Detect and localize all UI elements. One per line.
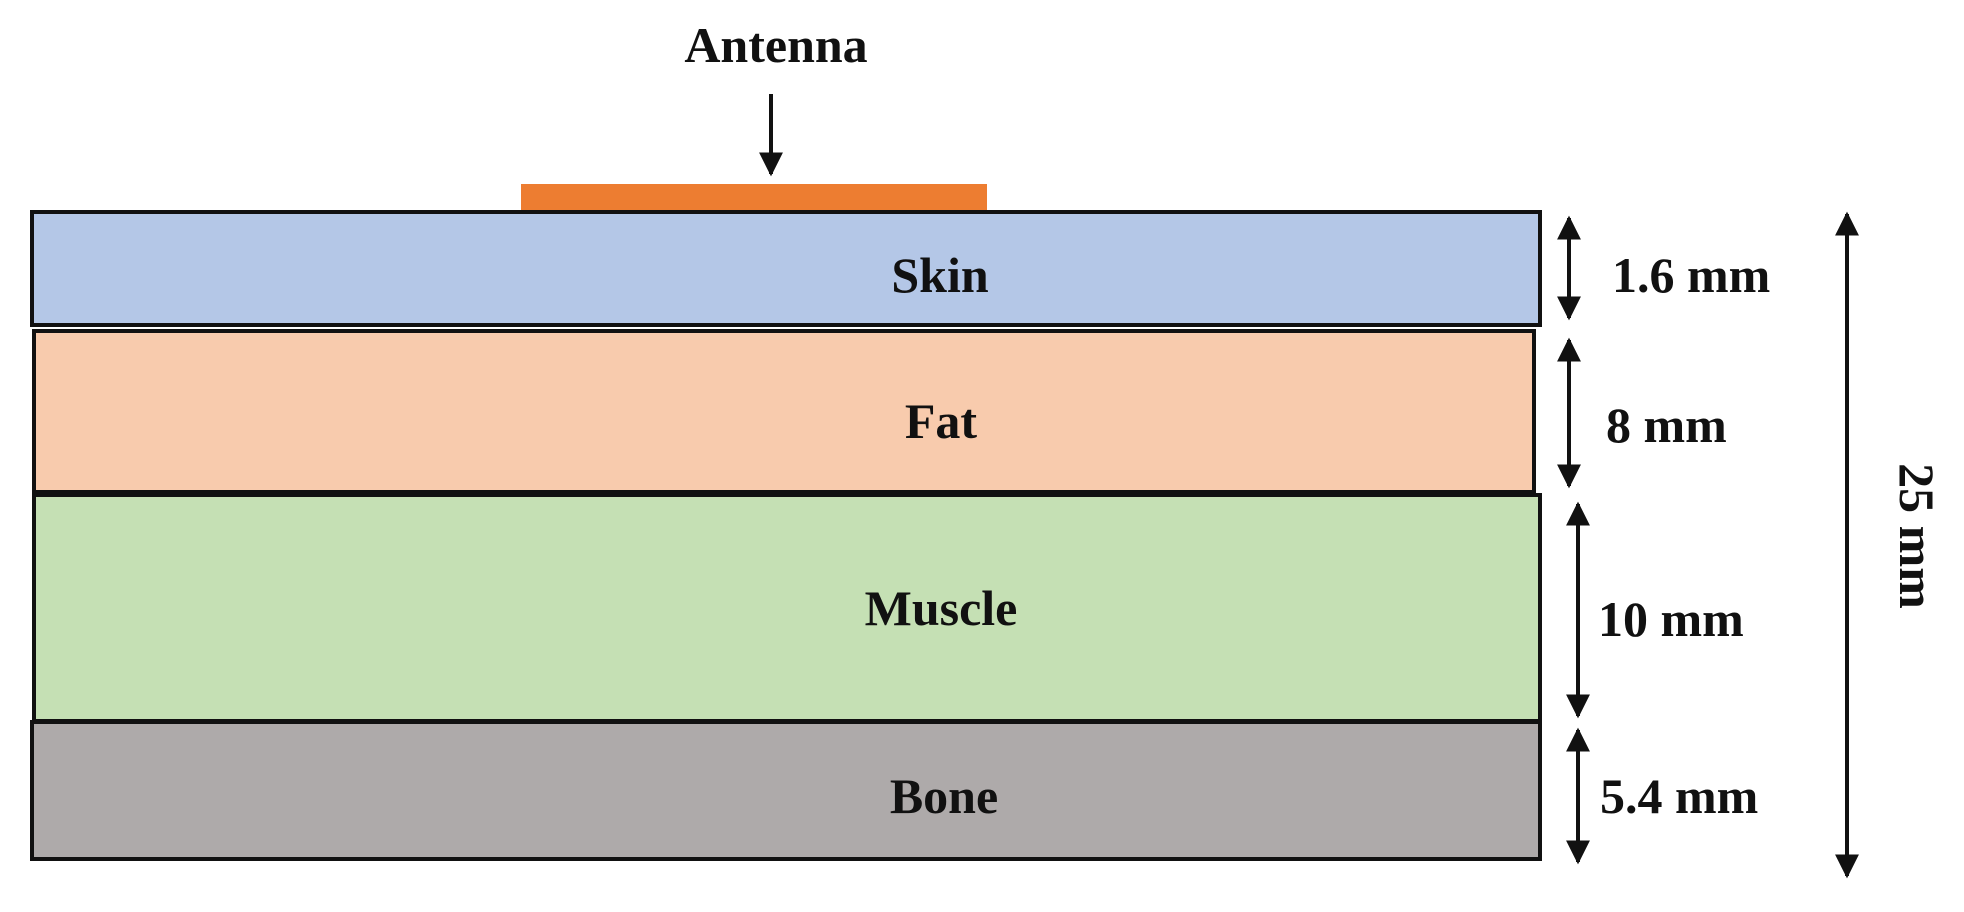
bone-label: Bone [890, 768, 998, 824]
antenna-patch [521, 184, 987, 211]
antenna-label: Antenna [684, 17, 867, 73]
fat-thickness-label: 8 mm [1606, 397, 1727, 453]
skin-layer [30, 210, 1542, 327]
fat-layer [32, 329, 1536, 494]
skin-thickness-label: 1.6 mm [1612, 247, 1770, 303]
total-thickness-label: 25 mm [1889, 463, 1945, 609]
muscle-label: Muscle [865, 580, 1018, 636]
muscle-layer [32, 493, 1542, 723]
muscle-thickness-label: 10 mm [1598, 591, 1744, 647]
skin-label: Skin [891, 247, 989, 303]
bone-thickness-label: 5.4 mm [1600, 768, 1758, 824]
bone-layer [30, 720, 1542, 861]
fat-label: Fat [905, 393, 978, 449]
